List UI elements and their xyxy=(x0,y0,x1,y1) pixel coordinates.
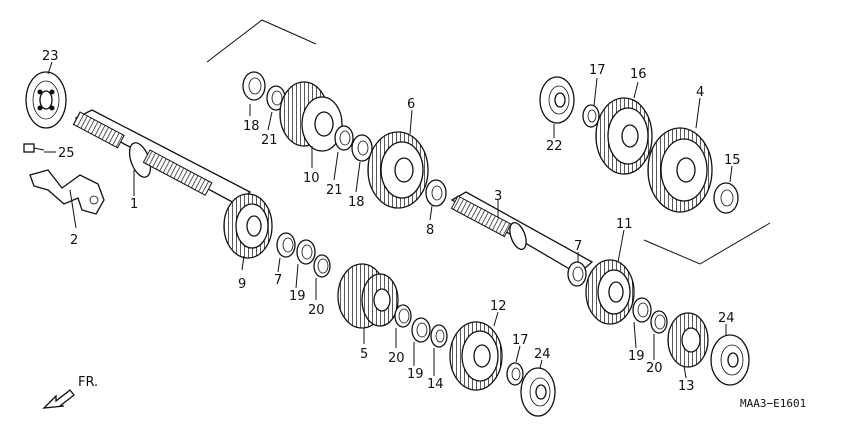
washer-19-mid xyxy=(411,317,431,343)
label-22: 22 xyxy=(546,139,563,154)
label-13: 13 xyxy=(678,379,695,394)
gear-12 xyxy=(449,321,503,391)
label-12: 12 xyxy=(490,299,507,314)
front-direction-marker: FR. xyxy=(42,375,98,409)
label-25: 25 xyxy=(58,146,75,161)
label-17-bottom: 17 xyxy=(512,333,529,348)
part-labels: 23 25 2 1 18 21 10 21 18 6 8 3 9 7 19 20… xyxy=(42,49,741,394)
gear-5 xyxy=(337,263,399,329)
gear-4 xyxy=(647,127,713,213)
label-19-left: 19 xyxy=(289,289,306,304)
washer-18-top-left xyxy=(242,71,266,101)
collar-7-right xyxy=(567,261,587,287)
group-bracket-top xyxy=(206,19,317,63)
bracket-2 xyxy=(29,169,105,215)
bushing-8 xyxy=(425,179,447,207)
washer-17-bottom xyxy=(506,362,524,386)
gear-6 xyxy=(367,131,429,209)
gear-10 xyxy=(279,81,343,152)
label-24-right: 24 xyxy=(718,311,735,326)
label-14: 14 xyxy=(427,377,444,392)
countershaft-3 xyxy=(450,191,594,275)
label-16: 16 xyxy=(630,67,647,82)
label-11: 11 xyxy=(616,217,633,232)
label-2: 2 xyxy=(70,233,78,248)
bearing-24-right xyxy=(710,334,750,386)
label-9: 9 xyxy=(238,277,246,292)
label-10: 10 xyxy=(303,171,320,186)
washer-19-right xyxy=(632,297,652,323)
label-15: 15 xyxy=(724,153,741,168)
circlip-20-mid xyxy=(394,304,412,328)
diagram-code: MAA3−E1601 xyxy=(740,397,806,410)
front-arrow-label: FR. xyxy=(78,375,98,390)
label-1: 1 xyxy=(130,197,138,212)
washer-17-top xyxy=(582,104,600,128)
label-7-right: 7 xyxy=(574,239,582,254)
bushing-15 xyxy=(713,182,739,214)
label-8: 8 xyxy=(426,223,434,238)
label-20-mid: 20 xyxy=(388,351,405,366)
label-18-top-right: 18 xyxy=(348,195,365,210)
circlip-20-left xyxy=(313,254,331,278)
leader-lines xyxy=(44,61,733,379)
washer-19-left xyxy=(296,239,316,265)
circlip-21-top-right xyxy=(334,125,354,151)
circlip-20-right xyxy=(650,310,668,334)
label-3: 3 xyxy=(494,189,502,204)
label-4: 4 xyxy=(696,85,704,100)
label-20-left: 20 xyxy=(308,303,325,318)
label-21-top-left: 21 xyxy=(261,133,278,148)
mainshaft-1 xyxy=(72,109,252,205)
label-23: 23 xyxy=(42,49,59,64)
label-7-left: 7 xyxy=(274,273,282,288)
label-17-top: 17 xyxy=(589,63,606,78)
label-6: 6 xyxy=(407,97,415,112)
label-20-right: 20 xyxy=(646,361,663,376)
bearing-22 xyxy=(539,76,575,124)
label-24-bottom: 24 xyxy=(534,347,551,362)
group-bracket-bottom xyxy=(643,222,771,265)
gear-16 xyxy=(595,97,653,175)
gear-9 xyxy=(223,193,273,259)
label-5: 5 xyxy=(360,347,368,362)
label-18-top-left: 18 xyxy=(243,119,260,134)
label-21-top-right: 21 xyxy=(326,183,343,198)
label-19-mid: 19 xyxy=(407,367,424,382)
bearing-24-bottom xyxy=(520,367,556,417)
gear-13 xyxy=(667,312,709,368)
gear-11 xyxy=(585,259,635,325)
bushing-14 xyxy=(430,324,448,348)
bearing-23 xyxy=(25,71,67,129)
washer-18-top-right xyxy=(351,134,373,162)
bolt-25 xyxy=(23,143,45,153)
label-19-right: 19 xyxy=(628,349,645,364)
collar-7-left xyxy=(276,232,296,258)
